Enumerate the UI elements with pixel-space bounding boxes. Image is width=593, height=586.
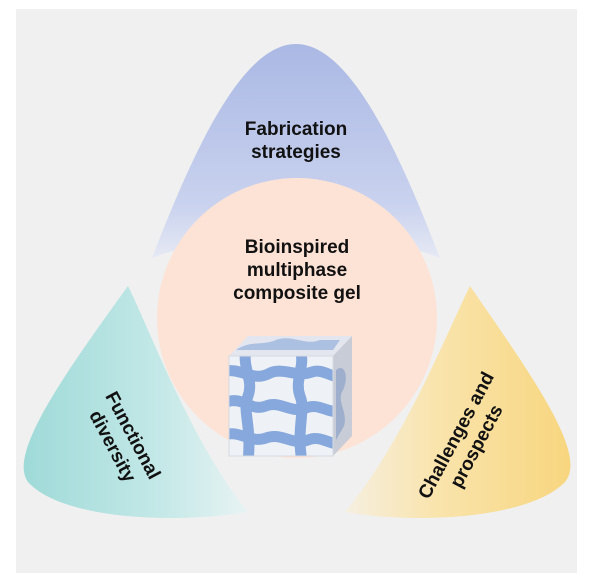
top-lobe-label-line1: Fabrication	[244, 119, 348, 140]
center-label-line1: Bioinspired	[244, 237, 350, 258]
center-label-line2: multiphase	[246, 260, 348, 282]
center-circle	[157, 178, 437, 458]
left-lobe	[23, 286, 249, 519]
right-lobe	[345, 286, 571, 519]
center-label-line3: composite gel	[233, 283, 361, 305]
top-lobe-label: Fabrication strategies	[196, 118, 396, 164]
center-label: Bioinspired multiphase composite gel	[192, 236, 402, 306]
top-lobe-label-line2: strategies	[251, 142, 341, 164]
porous-gel-cube-icon	[228, 336, 352, 457]
